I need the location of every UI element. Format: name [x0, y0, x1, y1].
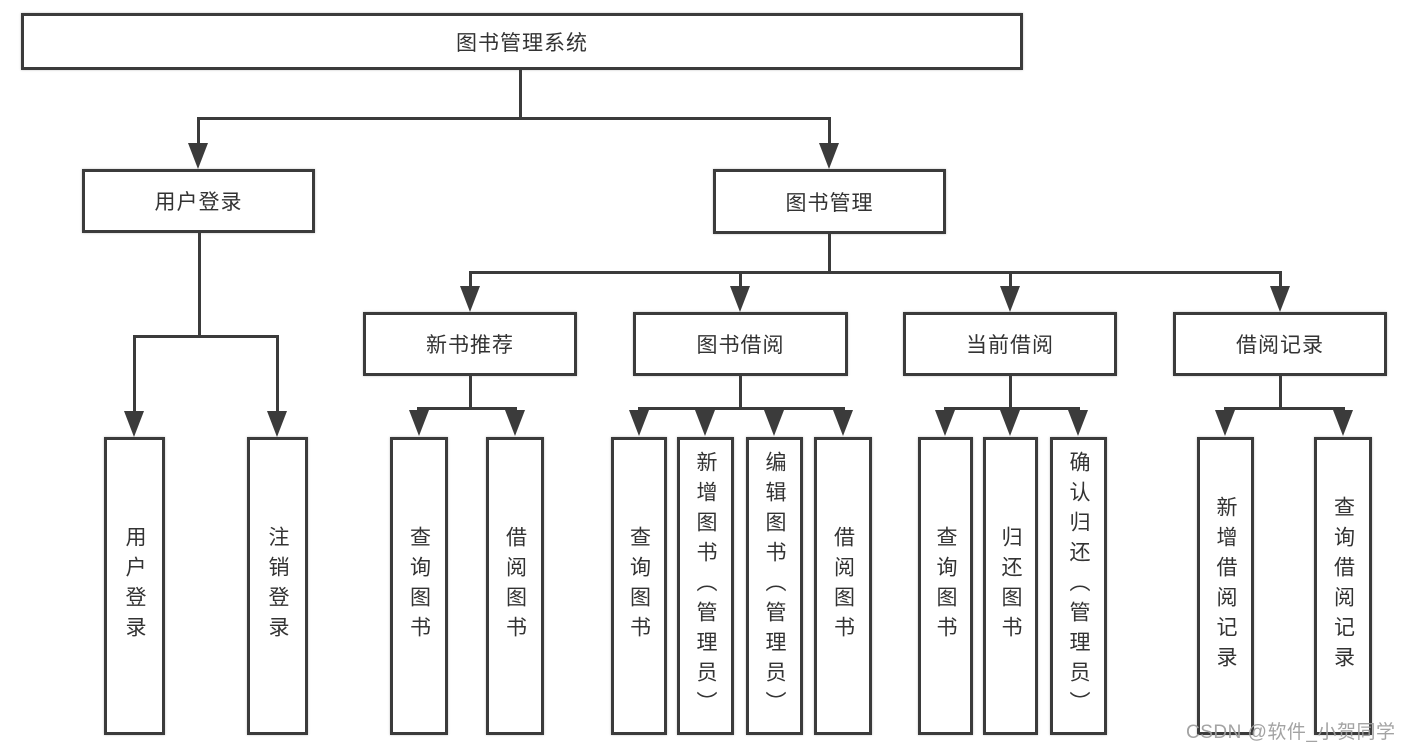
leaf-label: 确认归还（管理员） — [1067, 451, 1090, 721]
arrow-down-icon — [833, 410, 853, 436]
leaf-edit-books-admin: 编辑图书（管理员） — [746, 437, 803, 735]
connector-line — [276, 335, 279, 413]
leaf-label: 归还图书 — [999, 526, 1022, 646]
arrow-down-icon — [629, 410, 649, 436]
leaf-confirm-return-admin: 确认归还（管理员） — [1050, 437, 1107, 735]
arrow-down-icon — [935, 410, 955, 436]
arrow-down-icon — [1333, 410, 1353, 436]
connector-line — [638, 407, 845, 410]
node-label: 借阅记录 — [1236, 334, 1324, 357]
connector-line — [1009, 376, 1012, 409]
leaf-query-borrow-record: 查询借阅记录 — [1314, 437, 1372, 735]
connector-line — [828, 117, 831, 147]
node-label: 新书推荐 — [426, 334, 514, 357]
arrow-down-icon — [188, 143, 208, 169]
arrow-down-icon — [1068, 410, 1088, 436]
connector-line — [1224, 407, 1345, 410]
arrow-down-icon — [1215, 410, 1235, 436]
arrow-down-icon — [1000, 286, 1020, 312]
arrow-down-icon — [695, 410, 715, 436]
node-book-mgmt: 图书管理 — [713, 169, 946, 234]
arrow-down-icon — [267, 411, 287, 437]
node-label: 当前借阅 — [966, 334, 1054, 357]
leaf-query-books-1: 查询图书 — [390, 437, 448, 735]
leaf-label: 查询图书 — [627, 526, 651, 646]
leaf-label: 查询借阅记录 — [1331, 496, 1355, 676]
arrow-down-icon — [1000, 410, 1020, 436]
node-book-mgmt-label: 图书管理 — [785, 191, 874, 215]
connector-line — [417, 407, 517, 410]
connector-line — [197, 117, 200, 147]
arrow-down-icon — [1270, 286, 1290, 312]
node-borrow-records: 借阅记录 — [1173, 312, 1387, 376]
leaf-add-borrow-record: 新增借阅记录 — [1197, 437, 1254, 735]
node-user-login: 用户登录 — [82, 169, 315, 233]
node-new-book-recommend: 新书推荐 — [363, 312, 577, 376]
connector-line — [198, 233, 201, 337]
arrow-down-icon — [819, 143, 839, 169]
leaf-borrow-books-2: 借阅图书 — [814, 437, 872, 735]
arrow-down-icon — [460, 286, 480, 312]
arrow-down-icon — [409, 410, 429, 436]
connector-line — [469, 376, 472, 409]
connector-line — [1009, 271, 1012, 288]
leaf-label: 注销登录 — [266, 526, 289, 646]
arrow-down-icon — [764, 410, 784, 436]
leaf-label: 编辑图书（管理员） — [763, 451, 786, 721]
connector-line — [198, 117, 830, 120]
arrow-down-icon — [505, 410, 525, 436]
connector-line — [1279, 271, 1282, 288]
connector-line — [1279, 376, 1282, 409]
leaf-label: 借阅图书 — [503, 526, 527, 646]
leaf-label: 查询图书 — [934, 526, 957, 646]
connector-line — [739, 271, 742, 288]
node-user-login-label: 用户登录 — [154, 191, 243, 214]
leaf-label: 用户登录 — [123, 526, 146, 646]
connector-line — [469, 271, 472, 288]
connector-line — [944, 407, 1080, 410]
connector-line — [739, 376, 742, 409]
node-root: 图书管理系统 — [21, 13, 1023, 70]
leaf-label: 新增借阅记录 — [1214, 496, 1237, 676]
leaf-query-books-2: 查询图书 — [611, 437, 667, 735]
connector-line — [519, 68, 522, 118]
leaf-label: 借阅图书 — [831, 526, 855, 646]
node-root-label: 图书管理系统 — [456, 31, 588, 55]
arrow-down-icon — [730, 286, 750, 312]
connector-line — [469, 271, 1282, 274]
arrow-down-icon — [124, 411, 144, 437]
node-book-borrow: 图书借阅 — [633, 312, 848, 376]
leaf-query-books-3: 查询图书 — [918, 437, 973, 735]
leaf-add-books-admin: 新增图书（管理员） — [677, 437, 734, 735]
connector-line — [828, 234, 831, 273]
node-current-borrow: 当前借阅 — [903, 312, 1117, 376]
leaf-borrow-books-1: 借阅图书 — [486, 437, 544, 735]
leaf-logout: 注销登录 — [247, 437, 308, 735]
watermark: CSDN @软件_小贺同学 — [1186, 722, 1396, 743]
connector-line — [133, 335, 279, 338]
node-label: 图书借阅 — [696, 334, 785, 357]
leaf-return-books: 归还图书 — [983, 437, 1038, 735]
connector-line — [133, 335, 136, 413]
leaf-user-login: 用户登录 — [104, 437, 165, 735]
leaf-label: 查询图书 — [407, 526, 431, 646]
leaf-label: 新增图书（管理员） — [694, 451, 717, 721]
